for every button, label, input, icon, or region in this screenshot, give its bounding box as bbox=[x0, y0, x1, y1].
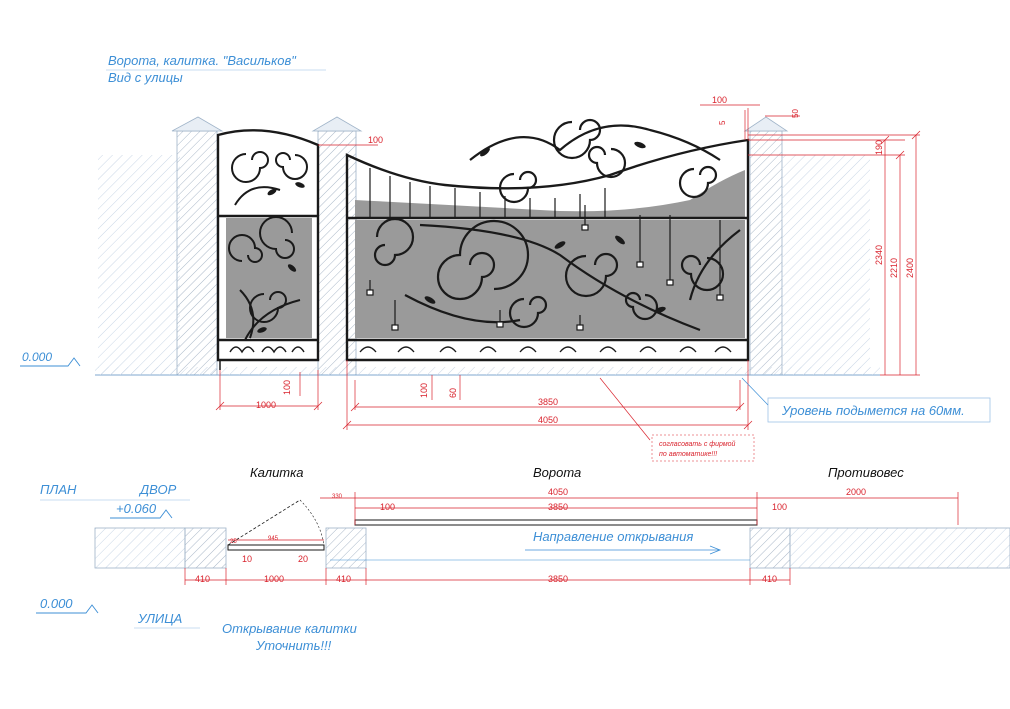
automation-note-1: согласовать с фирмой bbox=[659, 440, 736, 448]
dim-wicket-1000: 1000 bbox=[256, 400, 276, 410]
plan-dim-20: 20 bbox=[298, 554, 308, 564]
elevation-level-label: 0.000 bbox=[22, 350, 52, 364]
dim-2210: 2210 bbox=[889, 258, 899, 278]
street-label: УЛИЦА bbox=[137, 611, 182, 626]
plan-dim-410-a: 410 bbox=[195, 574, 210, 584]
plan-dim-3850-top: 3850 bbox=[548, 502, 568, 512]
fence-wall-left bbox=[98, 155, 180, 375]
gate-heading: Ворота bbox=[533, 465, 581, 480]
plan-dim-410-c: 410 bbox=[762, 574, 777, 584]
plan-dim-4050: 4050 bbox=[548, 487, 568, 497]
gate-elevation bbox=[345, 118, 750, 362]
pillar-left bbox=[176, 130, 218, 376]
dim-100-top: 100 bbox=[712, 95, 727, 105]
opening-direction-label: Направление открывания bbox=[533, 529, 693, 544]
fence-wall-right bbox=[782, 155, 870, 375]
plan-gate-leaf bbox=[354, 519, 758, 526]
pillar-right bbox=[749, 130, 783, 376]
dim-wicket-100: 100 bbox=[282, 380, 292, 395]
drawing-title: Ворота, калитка. "Васильков" bbox=[108, 53, 297, 68]
level-note: Уровень подымется на 60мм. bbox=[781, 403, 965, 418]
dim-gate-3850: 3850 bbox=[538, 397, 558, 407]
plan-dim-2000: 2000 bbox=[846, 487, 866, 497]
counterweight-heading: Противовес bbox=[828, 465, 904, 480]
automation-note-2: по автоматике!!! bbox=[659, 451, 717, 458]
dim-100-gate: 100 bbox=[368, 135, 383, 145]
plan-walls bbox=[94, 527, 1010, 569]
plan-dim-10: 10 bbox=[242, 554, 252, 564]
plan-dim-945: 945 bbox=[268, 536, 279, 542]
plan-label: ПЛАН bbox=[40, 482, 77, 497]
elevation-dimension-lines bbox=[219, 104, 920, 441]
dim-gap-100: 100 bbox=[419, 383, 429, 398]
plan-dim-330: 330 bbox=[332, 494, 343, 500]
dim-2400: 2400 bbox=[905, 258, 915, 278]
wicket-opening-note-1: Открывание калитки bbox=[222, 621, 357, 636]
plan-dim-100-left: 100 bbox=[380, 502, 395, 512]
dim-gate-4050: 4050 bbox=[538, 415, 558, 425]
level-note-box bbox=[767, 397, 991, 423]
street-level: 0.000 bbox=[40, 596, 73, 611]
dim-gap-60: 60 bbox=[448, 388, 458, 398]
plan-dimension-lines bbox=[184, 492, 959, 585]
pillar-middle bbox=[317, 130, 357, 376]
dim-5: 5 bbox=[718, 120, 727, 125]
wicket-opening-note-2: Уточнить!!! bbox=[255, 638, 332, 653]
plan-dim-100-right: 100 bbox=[772, 502, 787, 512]
plan-dim-410-b: 410 bbox=[336, 574, 351, 584]
dimension-ticks bbox=[215, 130, 921, 430]
wicket-elevation bbox=[216, 129, 320, 370]
yard-level: +0.060 bbox=[116, 501, 157, 516]
plan-wicket-leaf bbox=[227, 544, 325, 551]
drawing-subtitle: Вид с улицы bbox=[108, 70, 183, 85]
wicket-heading: Калитка bbox=[250, 465, 304, 480]
dim-190: 190 bbox=[874, 140, 884, 155]
yard-label: ДВОР bbox=[138, 482, 177, 497]
dim-2340: 2340 bbox=[874, 245, 884, 265]
plan-dim-3850-bottom: 3850 bbox=[548, 574, 568, 584]
dim-50: 50 bbox=[791, 109, 800, 118]
plan-dim-1000: 1000 bbox=[264, 574, 284, 584]
plan-dim-25: 25 bbox=[230, 539, 237, 545]
